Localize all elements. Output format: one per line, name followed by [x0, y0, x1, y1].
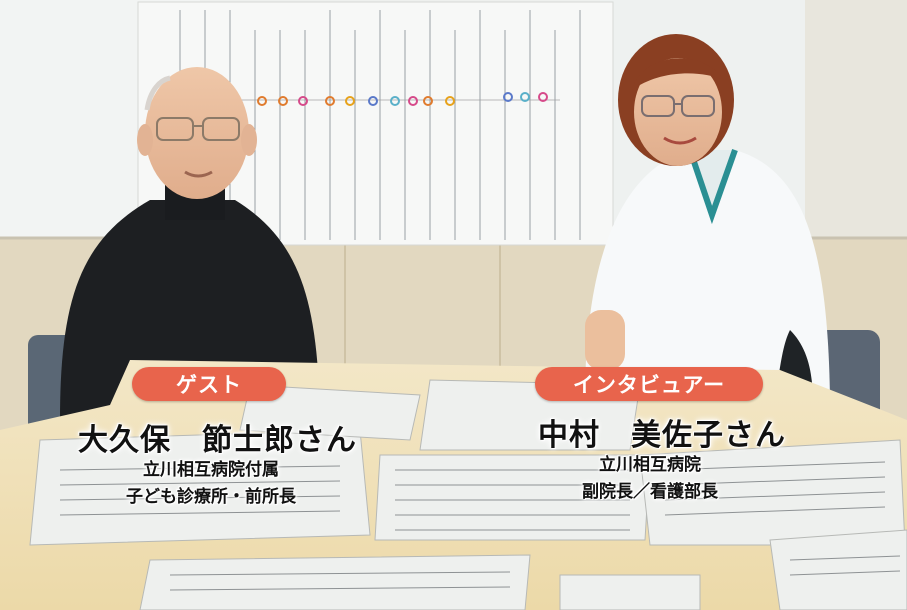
- interviewer-affiliation-line1: 立川相互病院: [599, 455, 701, 475]
- interviewer-name: 中村 美佐子さん: [538, 418, 786, 453]
- guest-affiliation-line1: 立川相互病院付属: [143, 460, 279, 480]
- guest-affiliation: 立川相互病院付属 子ども診療所・前所長: [96, 457, 326, 511]
- newspaper-clippings: [29, 379, 907, 610]
- clipping-text-lines: [59, 461, 901, 591]
- guest-name: 大久保 節士郎さん: [78, 423, 357, 458]
- guest-affiliation-line2: 子ども診療所・前所長: [126, 487, 296, 507]
- interviewer-person: [585, 34, 830, 420]
- interviewer-affiliation-line2: 副院長／看護部長: [582, 482, 718, 502]
- guest-role-label: ゲスト: [132, 367, 286, 401]
- interviewer-affiliation: 立川相互病院 副院長／看護部長: [565, 452, 735, 506]
- interviewer-role-label: インタビュアー: [535, 367, 763, 401]
